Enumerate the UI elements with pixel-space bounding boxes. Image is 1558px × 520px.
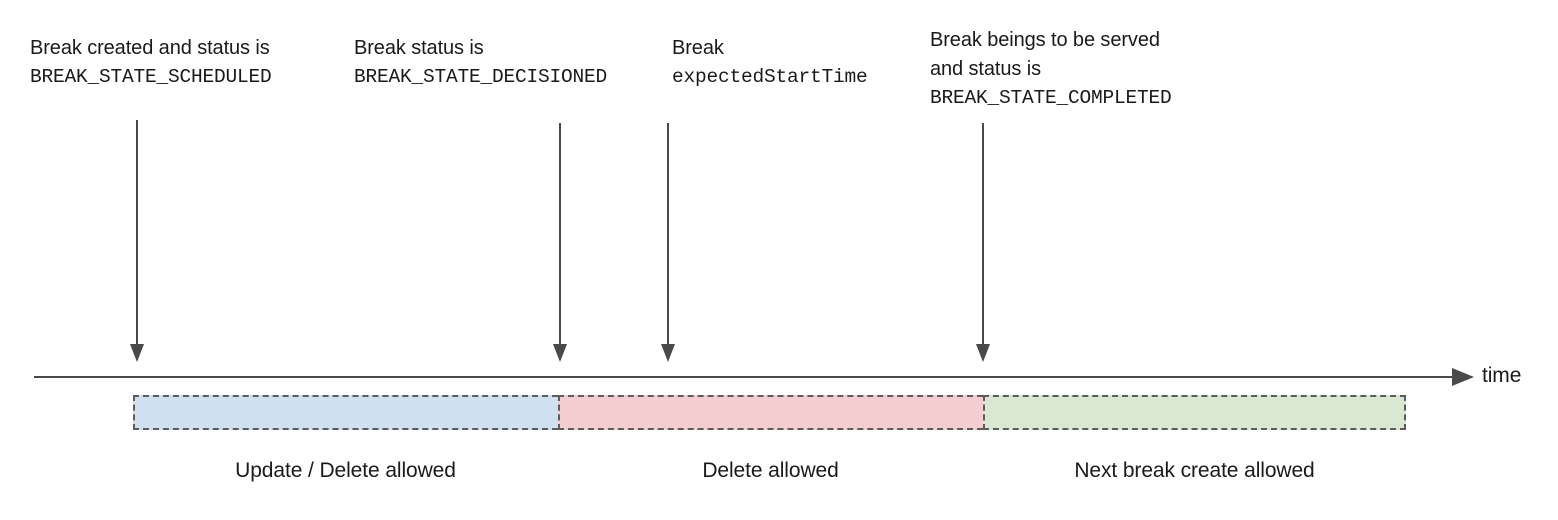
annotation-scheduled-status: BREAK_STATE_SCHEDULED (30, 66, 272, 88)
annotation-decisioned-prose: Break status is (354, 37, 484, 59)
annotation-scheduled: Break created and status is BREAK_STATE_… (30, 34, 272, 92)
phase-caption-update-delete-allowed: Update / Delete allowed (235, 459, 456, 482)
annotation-decisioned: Break status is BREAK_STATE_DECISIONED (354, 34, 607, 92)
phase-caption-next-break-create-allowed: Next break create allowed (1074, 459, 1315, 482)
phase-divider-decisioned-completed (983, 395, 985, 430)
annotation-completed-prose-line2: and status is (930, 58, 1041, 80)
annotation-completed: Break beings to be served and status is … (930, 26, 1172, 113)
annotation-expected-start-time: Break expectedStartTime (672, 34, 868, 92)
time-axis-label: time (1482, 364, 1522, 387)
phase-bar-completed (983, 395, 1406, 430)
annotation-scheduled-prose: Break created and status is (30, 37, 270, 59)
phase-divider-scheduled-decisioned (558, 395, 560, 430)
arrow-down-icon-scheduled (128, 120, 146, 364)
phase-bar-decisioned (558, 395, 983, 430)
annotation-expected-field: expectedStartTime (672, 66, 868, 88)
arrow-down-icon-decisioned (551, 123, 569, 364)
arrow-down-icon-completed (974, 123, 992, 364)
annotation-completed-status: BREAK_STATE_COMPLETED (930, 87, 1172, 109)
annotation-completed-prose-line1: Break beings to be served (930, 29, 1160, 51)
annotation-decisioned-status: BREAK_STATE_DECISIONED (354, 66, 608, 88)
arrow-down-icon-expected-start-time (659, 123, 677, 364)
phase-caption-delete-allowed: Delete allowed (702, 459, 839, 482)
annotation-expected-prose: Break (672, 37, 724, 59)
timeline-axis (30, 358, 1478, 396)
phase-bar-scheduled (133, 395, 558, 430)
